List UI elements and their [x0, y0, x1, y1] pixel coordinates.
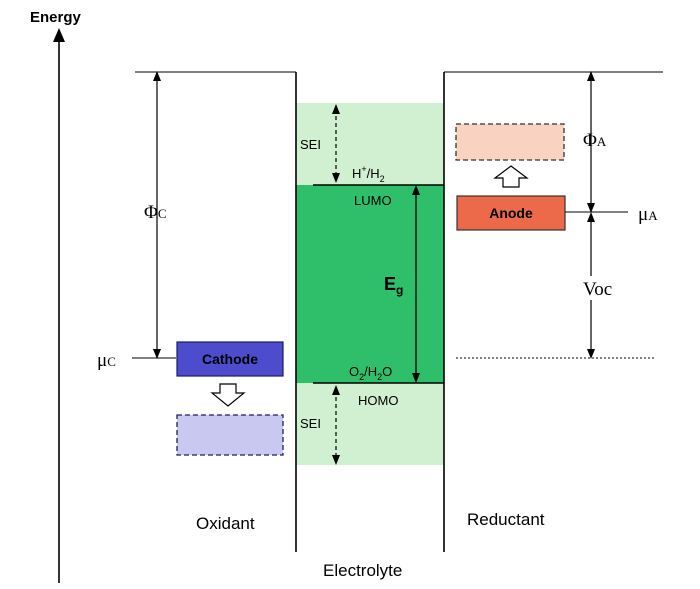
cathode-shift-arrow-icon: [210, 383, 246, 407]
o-couple-label: O2/H2O: [349, 364, 392, 382]
oxidant-label: Oxidant: [196, 514, 255, 533]
energy-axis-label: Energy: [30, 9, 82, 26]
band-gap-label: Eg: [384, 274, 403, 297]
electrolyte-window: [296, 185, 444, 383]
voc-label-bg: [580, 276, 626, 300]
cathode-label: Cathode: [202, 351, 258, 367]
anode-box: [456, 195, 566, 231]
reductant-label: Reductant: [467, 510, 545, 529]
homo-label: HOMO: [358, 393, 398, 408]
sei-top-label: SEI: [300, 137, 321, 152]
sei-region-top: [296, 103, 444, 185]
h-couple-label: H+/H2: [352, 164, 385, 184]
anode-shift-arrow-icon: [493, 165, 529, 188]
mu-a-label: μA: [638, 204, 658, 225]
energy-axis-arrowhead: [53, 28, 65, 42]
cathode-box: [176, 341, 284, 377]
anode-ghost-box: [455, 123, 565, 161]
phi-c-label: ΦC: [144, 202, 167, 223]
sei-region-bottom: [296, 383, 444, 465]
voc-label: Voc: [583, 279, 612, 300]
anode-label: Anode: [489, 205, 533, 221]
mu-c-label: μC: [97, 350, 116, 371]
electrolyte-label: Electrolyte: [323, 561, 402, 580]
lumo-label: LUMO: [354, 193, 392, 208]
sei-bottom-label: SEI: [300, 416, 321, 431]
cathode-ghost-box: [176, 414, 284, 456]
phi-a-label: ΦA: [583, 130, 607, 151]
